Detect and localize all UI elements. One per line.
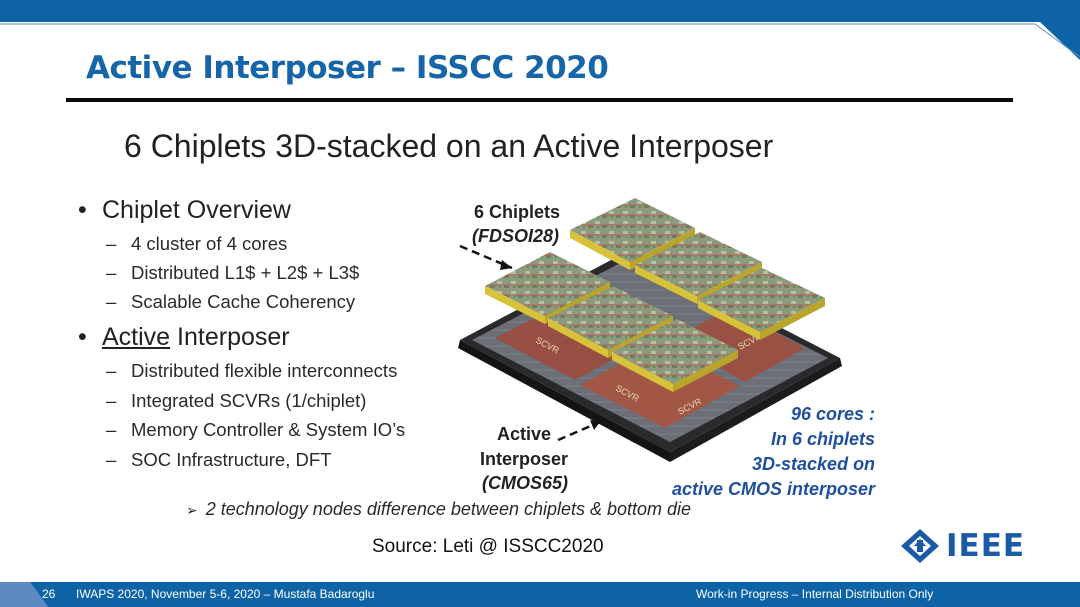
- footer-bar: [0, 582, 1080, 607]
- header-band: [0, 0, 1080, 60]
- bullet-label: Interposer: [170, 323, 290, 351]
- page-title: Active Interposer – ISSCC 2020: [86, 50, 609, 86]
- sub-bullet: –Integrated SCVRs (1/chiplet): [106, 390, 367, 411]
- page-number: 26: [42, 587, 56, 601]
- source-citation: Source: Leti @ ISSCC2020: [372, 536, 604, 557]
- cores-callout: 96 cores : In 6 chiplets 3D-stacked on a…: [672, 404, 876, 499]
- bullet-label: Chiplet Overview: [102, 196, 291, 224]
- tech-node-note: ➢2 technology nodes difference between c…: [186, 499, 692, 519]
- chiplet-stack-illustration: SCVR SCVR SCVR SCVR: [458, 198, 842, 462]
- slide-subtitle: 6 Chiplets 3D-stacked on an Active Inter…: [124, 128, 774, 164]
- bullet-chiplet-overview: •Chiplet Overview: [78, 196, 291, 224]
- chiplets-tech-label: (FDSOI28): [472, 226, 560, 246]
- footer-event: IWAPS 2020, November 5-6, 2020 – Mustafa…: [76, 587, 375, 601]
- ieee-diamond-icon: [901, 529, 939, 563]
- sub-bullet: –4 cluster of 4 cores: [106, 233, 288, 254]
- sub-bullet: –Scalable Cache Coherency: [106, 291, 356, 312]
- sub-bullet: –Distributed L1$ + L2$ + L3$: [106, 262, 360, 283]
- bullet-label-underlined: Active: [102, 323, 171, 351]
- title-divider: [66, 98, 1013, 102]
- arrow-bullet-icon: ➢: [186, 502, 198, 518]
- chiplet: [698, 268, 825, 340]
- ieee-logo: IEEE: [900, 528, 1025, 564]
- sub-bullet: –Distributed flexible interconnects: [106, 360, 398, 381]
- sub-bullet: –Memory Controller & System IO’s: [106, 419, 406, 440]
- interposer-label: Active: [497, 424, 552, 444]
- interposer-tech-label: (CMOS65): [482, 473, 569, 493]
- ieee-wordmark: IEEE: [946, 528, 1026, 564]
- chiplets-label: 6 Chiplets: [474, 202, 561, 222]
- footer-notice: Work-in Progress – Internal Distribution…: [696, 587, 934, 601]
- sub-bullet: –SOC Infrastructure, DFT: [106, 449, 332, 470]
- chiplet: [612, 319, 738, 392]
- interposer-label-2: Interposer: [480, 449, 569, 469]
- bullet-active-interposer: •Active Interposer: [78, 323, 290, 351]
